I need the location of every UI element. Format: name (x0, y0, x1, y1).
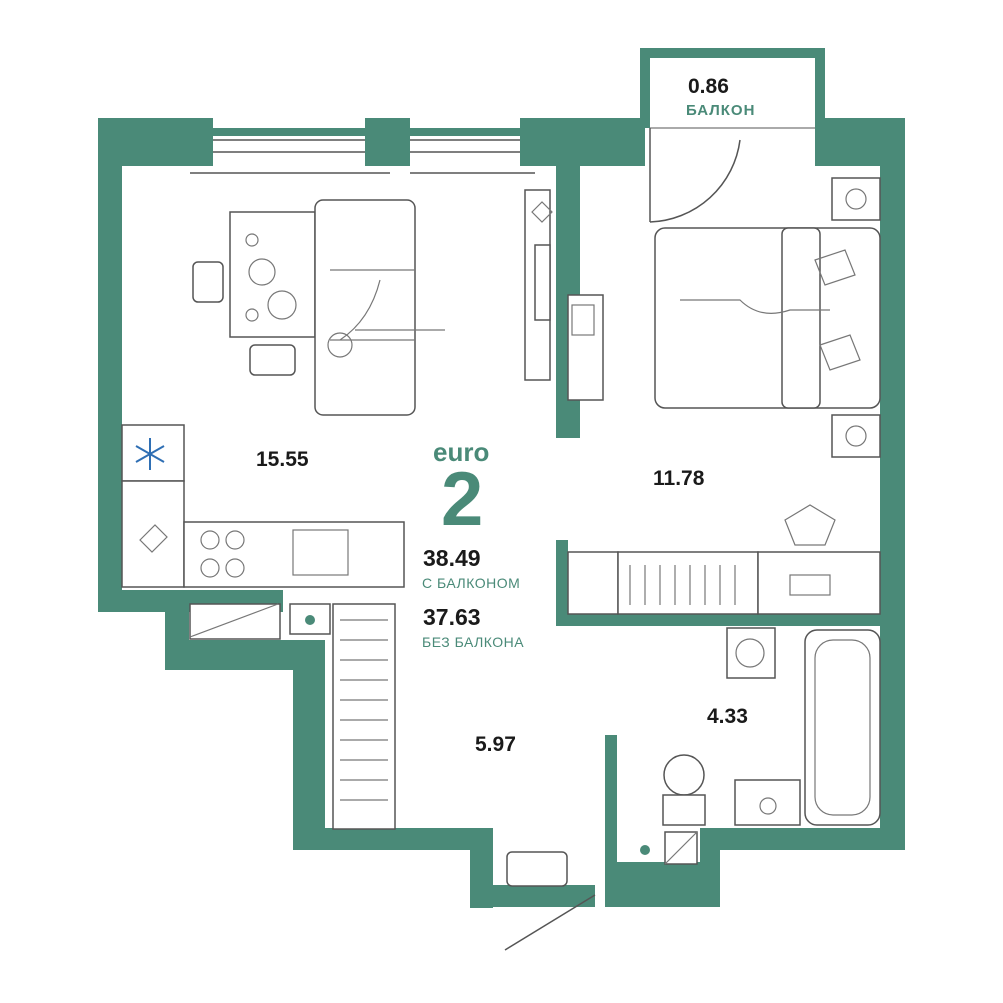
bedroom-area: 11.78 (653, 467, 705, 490)
bathroom-area: 4.33 (707, 705, 748, 728)
sofa (314, 199, 445, 416)
wardrobe (189, 603, 396, 830)
hall-area: 5.97 (475, 733, 516, 756)
snowflake-icon (135, 438, 165, 470)
rooms-number: 2 (441, 457, 484, 542)
entry-mat (504, 851, 596, 951)
total-area-without-balcony: 37.63 (423, 604, 481, 630)
walls (98, 48, 905, 908)
kitchen (121, 424, 405, 588)
wardrobe-bedroom (567, 294, 881, 615)
balcony-area: 0.86 (688, 75, 729, 98)
balcony-label: БАЛКОН (686, 102, 756, 119)
dining-table (192, 211, 316, 376)
without-balcony-label: БЕЗ БАЛКОНА (422, 634, 525, 650)
total-area-with-balcony: 38.49 (423, 545, 481, 571)
bed (654, 177, 881, 458)
bathroom-fixtures (640, 627, 881, 865)
living-room-area: 15.55 (256, 448, 309, 471)
plan-type-word: euro (433, 437, 490, 467)
balcony-door (649, 128, 741, 223)
with-balcony-label: С БАЛКОНОМ (422, 575, 521, 591)
tv-stand (524, 189, 553, 381)
